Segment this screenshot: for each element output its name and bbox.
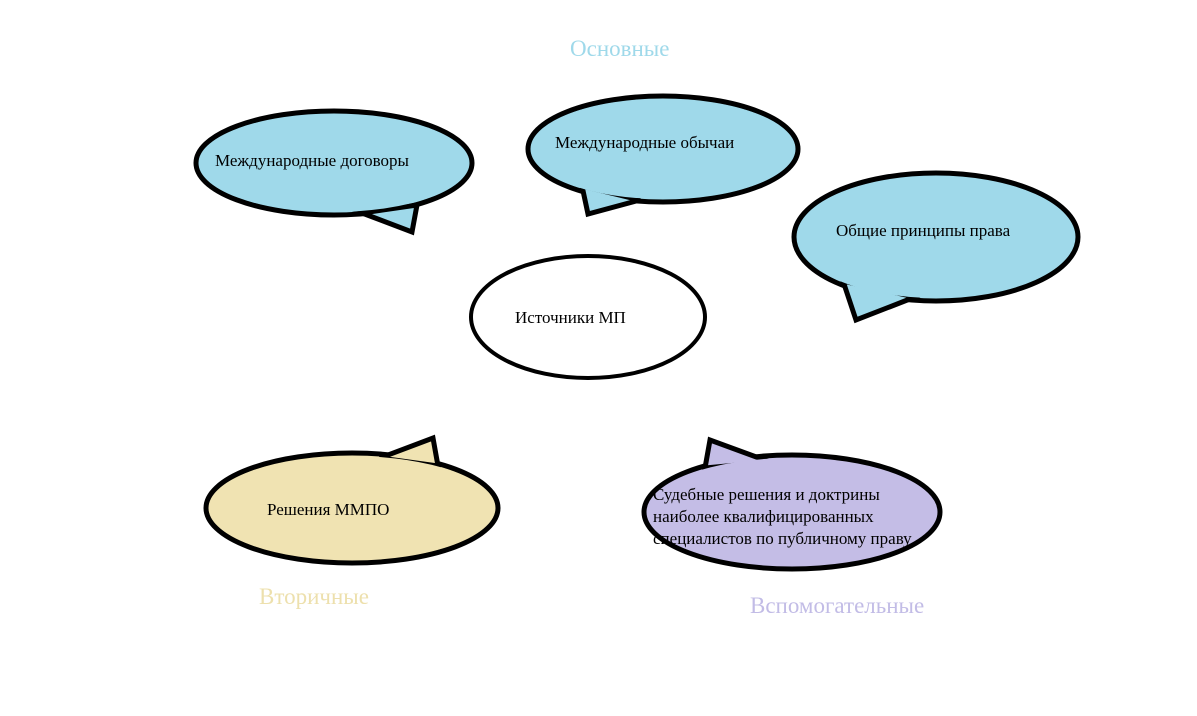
node-treaties-label: Международные договоры [215, 151, 409, 170]
bubble-principles [791, 170, 1081, 324]
category-primary-label: Основные [570, 36, 670, 61]
node-judicial-label: Судебные решения и доктрины наиболее ква… [653, 484, 912, 550]
category-auxiliary-label: Вспомогательные [750, 593, 925, 618]
bubble-judicial [641, 436, 943, 572]
bubble-judicial-cover [647, 458, 937, 566]
node-judicial-line-2: наиболее квалифицированных [653, 507, 874, 526]
node-center-label: Источники МП [515, 308, 626, 327]
bubble-treaties-cover [199, 114, 469, 212]
bubble-treaties-tail [352, 202, 421, 236]
bubble-treaties [193, 108, 475, 236]
bubble-customs-cover [531, 99, 795, 199]
node-judicial-line-3: специалистов по публичному праву [653, 529, 912, 548]
node-judicial-line-1: Судебные решения и доктрины [653, 485, 880, 504]
node-decisions-label: Решения ММПО [267, 500, 390, 519]
bubble-customs [525, 93, 801, 218]
bubble-principles-cover [797, 176, 1075, 298]
bubble-decisions [203, 434, 501, 566]
bubble-decisions-cover [209, 456, 495, 560]
node-customs-label: Международные обычаи [555, 133, 735, 152]
node-principles-label: Общие принципы права [836, 221, 1011, 240]
category-secondary-label: Вторичные [259, 584, 369, 609]
bubble-center [469, 254, 707, 380]
